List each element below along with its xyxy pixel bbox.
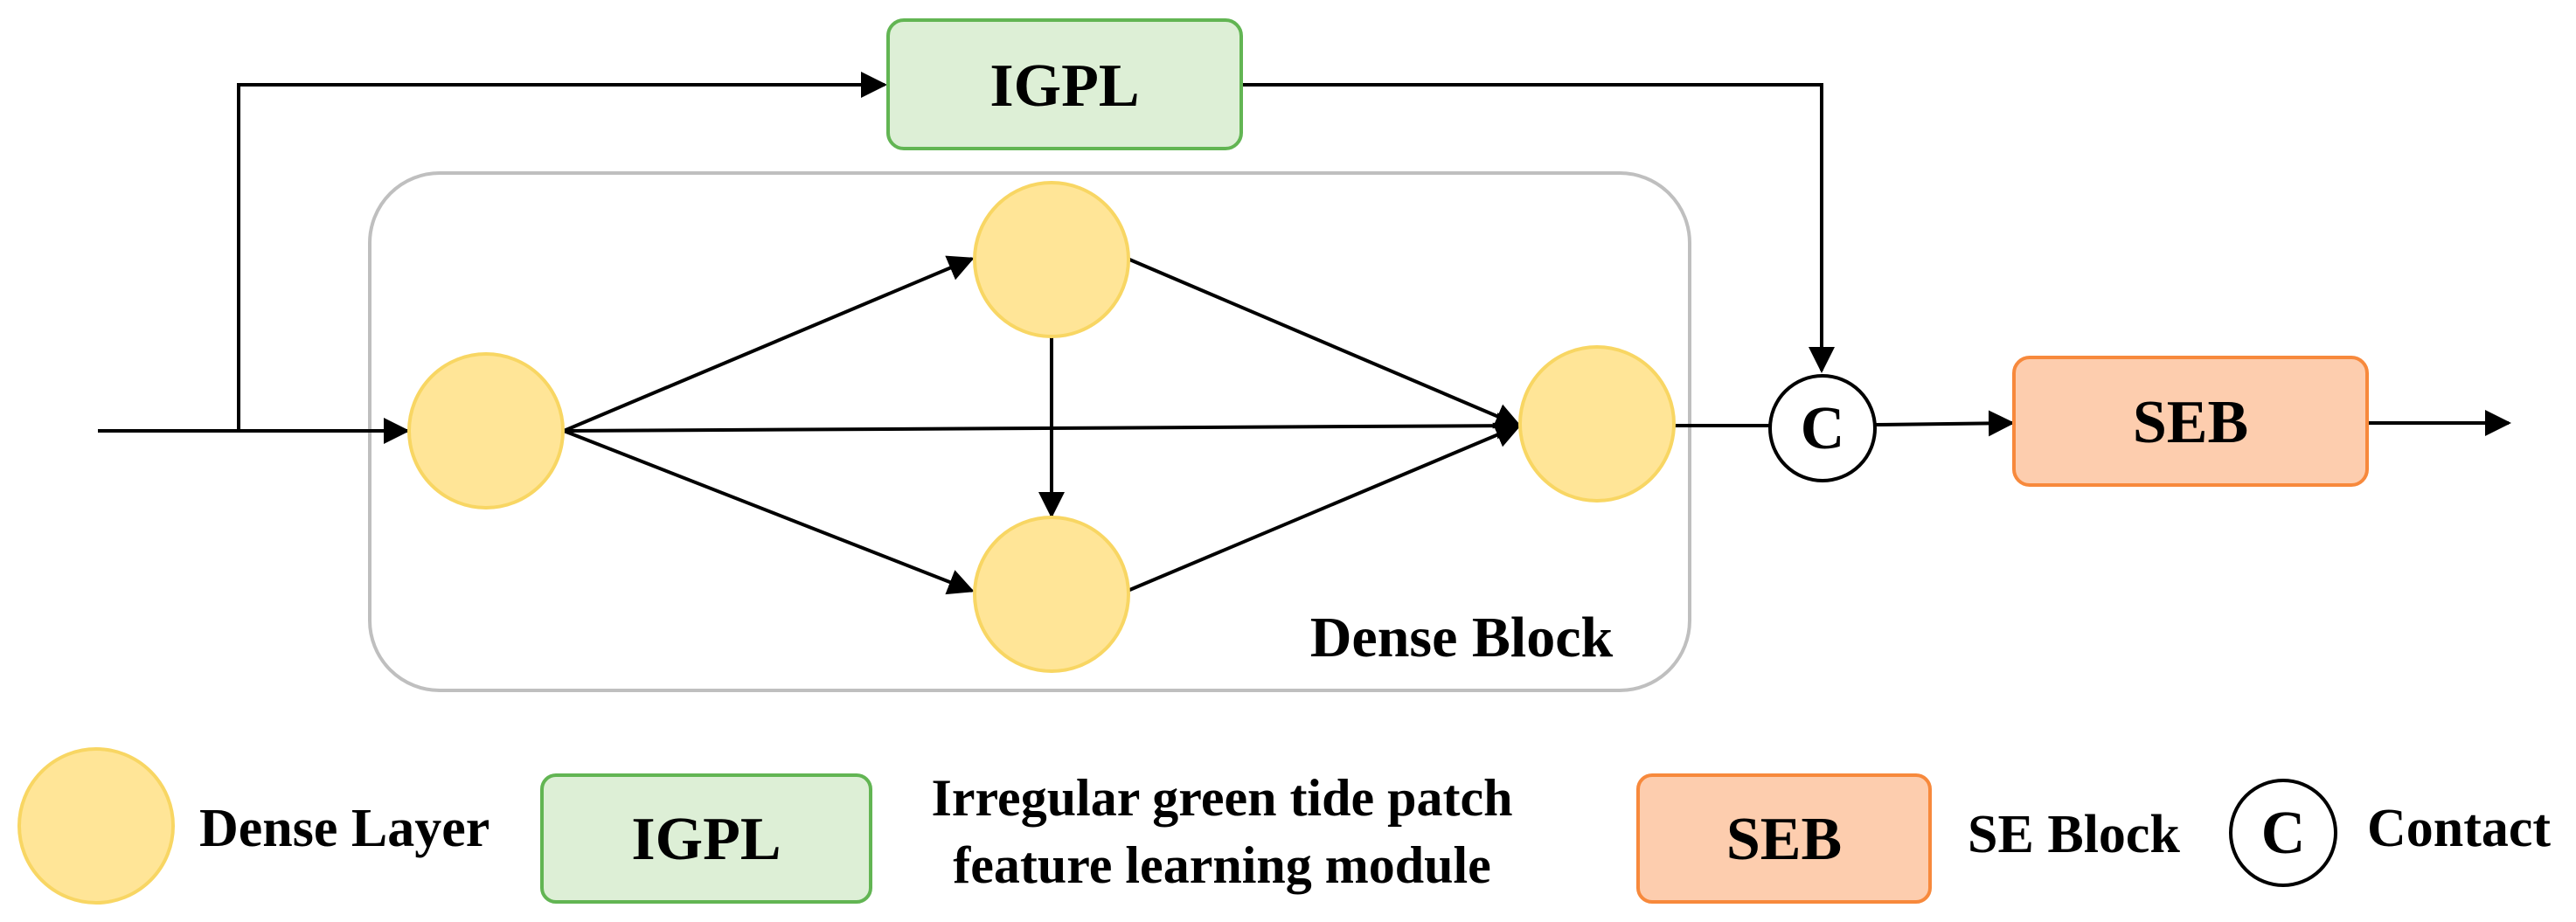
concat-node: C [1768,374,1877,482]
dense-block-label: Dense Block [1310,606,1614,669]
legend-igpl-swatch [540,773,872,904]
igpl-label: IGPL [989,52,1139,120]
legend-concat-desc: Contact [2367,799,2551,858]
connections [98,72,2511,595]
legend-igpl-label: IGPL [631,806,781,873]
igpl-module: IGPL [886,18,1243,150]
dense-layer-left [407,352,565,510]
legend-concat-symbol: C [2261,800,2306,867]
seb-box [2012,356,2369,487]
legend-seb-label: SEB [1726,806,1842,873]
edge-left-to-top [563,255,975,433]
legend-concat-swatch [2229,779,2337,887]
legend-dense-layer-swatch [17,747,175,905]
legend-seb-swatch [1636,773,1932,904]
dense-layers [407,181,1676,673]
igpl-box [886,18,1243,150]
seb-label: SEB [2133,389,2248,456]
legend: Dense Layer IGPL Irregular green tide pa… [17,747,2551,905]
edge-bottom-to-right [1127,422,1522,593]
concat-circle [1768,374,1877,482]
legend-seb-desc: SE Block [1968,805,2180,864]
seb-module: SEB [2012,356,2369,487]
skip-path-to-igpl [237,72,887,431]
edge-top-to-right [1127,257,1522,429]
dense-layer-bottom [973,516,1130,673]
concat-to-seb [1875,410,2015,437]
edge-left-to-right [563,412,1524,440]
concat-label: C [1801,395,1845,462]
dense-layer-right [1518,345,1676,503]
legend-igpl-desc-line1: Irregular green tide patch [932,769,1513,827]
legend-igpl-desc-line2: feature learning module [953,836,1491,894]
edge-left-to-bottom [563,429,975,595]
igpl-to-concat-path [1241,83,1835,373]
legend-dense-layer-label: Dense Layer [199,799,490,858]
dense-layer-top [973,181,1130,338]
